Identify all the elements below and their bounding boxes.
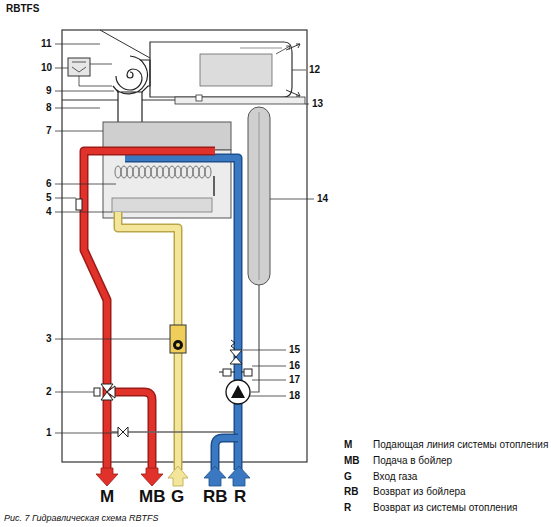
legend-key: G [344,471,352,483]
port-letter: R [234,487,246,507]
gas-valve [170,325,186,353]
callout-number: 6 [46,178,52,190]
callout-number: 1 [46,427,52,439]
callout-number: 3 [46,333,52,345]
return-pipe [125,158,238,470]
legend-text: Возврат из системы отопления [373,502,517,514]
callout-number: 17 [289,374,300,386]
pressure-switch [68,58,112,86]
condensate-element [175,95,305,104]
callout-number: 12 [309,64,320,76]
circulation-pump [226,380,250,404]
combustion-chamber [103,122,231,218]
pressure-gauge-fittings [219,369,252,376]
port-letter: MB [139,487,165,507]
port-letter: M [100,487,114,507]
callout-number: 11 [41,38,52,50]
callout-number: 8 [46,102,52,114]
callout-number: 15 [289,344,300,356]
flow-pipe [84,151,215,470]
figure-caption: Рис. 7 Гидравлическая схема RBTFS [4,513,158,523]
callout-number: 16 [289,360,300,372]
legend-key: M [344,439,352,451]
callout-number: 7 [46,125,52,137]
fan [113,56,150,122]
callout-number: 14 [317,193,328,205]
three-way-valve [94,384,115,400]
legend-text: Подача в бойлер [373,455,452,467]
expansion-vessel [248,107,270,392]
flue-pipe [150,42,300,97]
temperature-sensor [76,199,82,210]
legend-text: Подающая линия системы отопления [373,439,548,451]
callout-number: 9 [46,85,52,97]
port-arrows [96,466,250,486]
callout-number: 13 [312,98,323,110]
legend-key: R [344,502,351,514]
port-letter: RB [203,487,228,507]
bypass-line [110,427,234,437]
diagram-title: RBTFS [6,3,39,15]
callout-number: 2 [46,386,52,398]
leader-lines [55,44,314,433]
burner-coil [115,166,211,178]
callout-number: 4 [46,206,52,218]
callout-number: 10 [41,62,52,74]
safety-valve [230,340,242,364]
callout-number: 18 [289,390,300,402]
legend-text: Возврат из бойлера [373,486,466,498]
port-letter: G [171,487,184,507]
callout-number: 5 [46,192,52,204]
boiler-casing [62,30,307,462]
legend-key: MB [344,455,360,467]
legend-key: RB [344,486,358,498]
legend-text: Вход газа [373,471,417,483]
